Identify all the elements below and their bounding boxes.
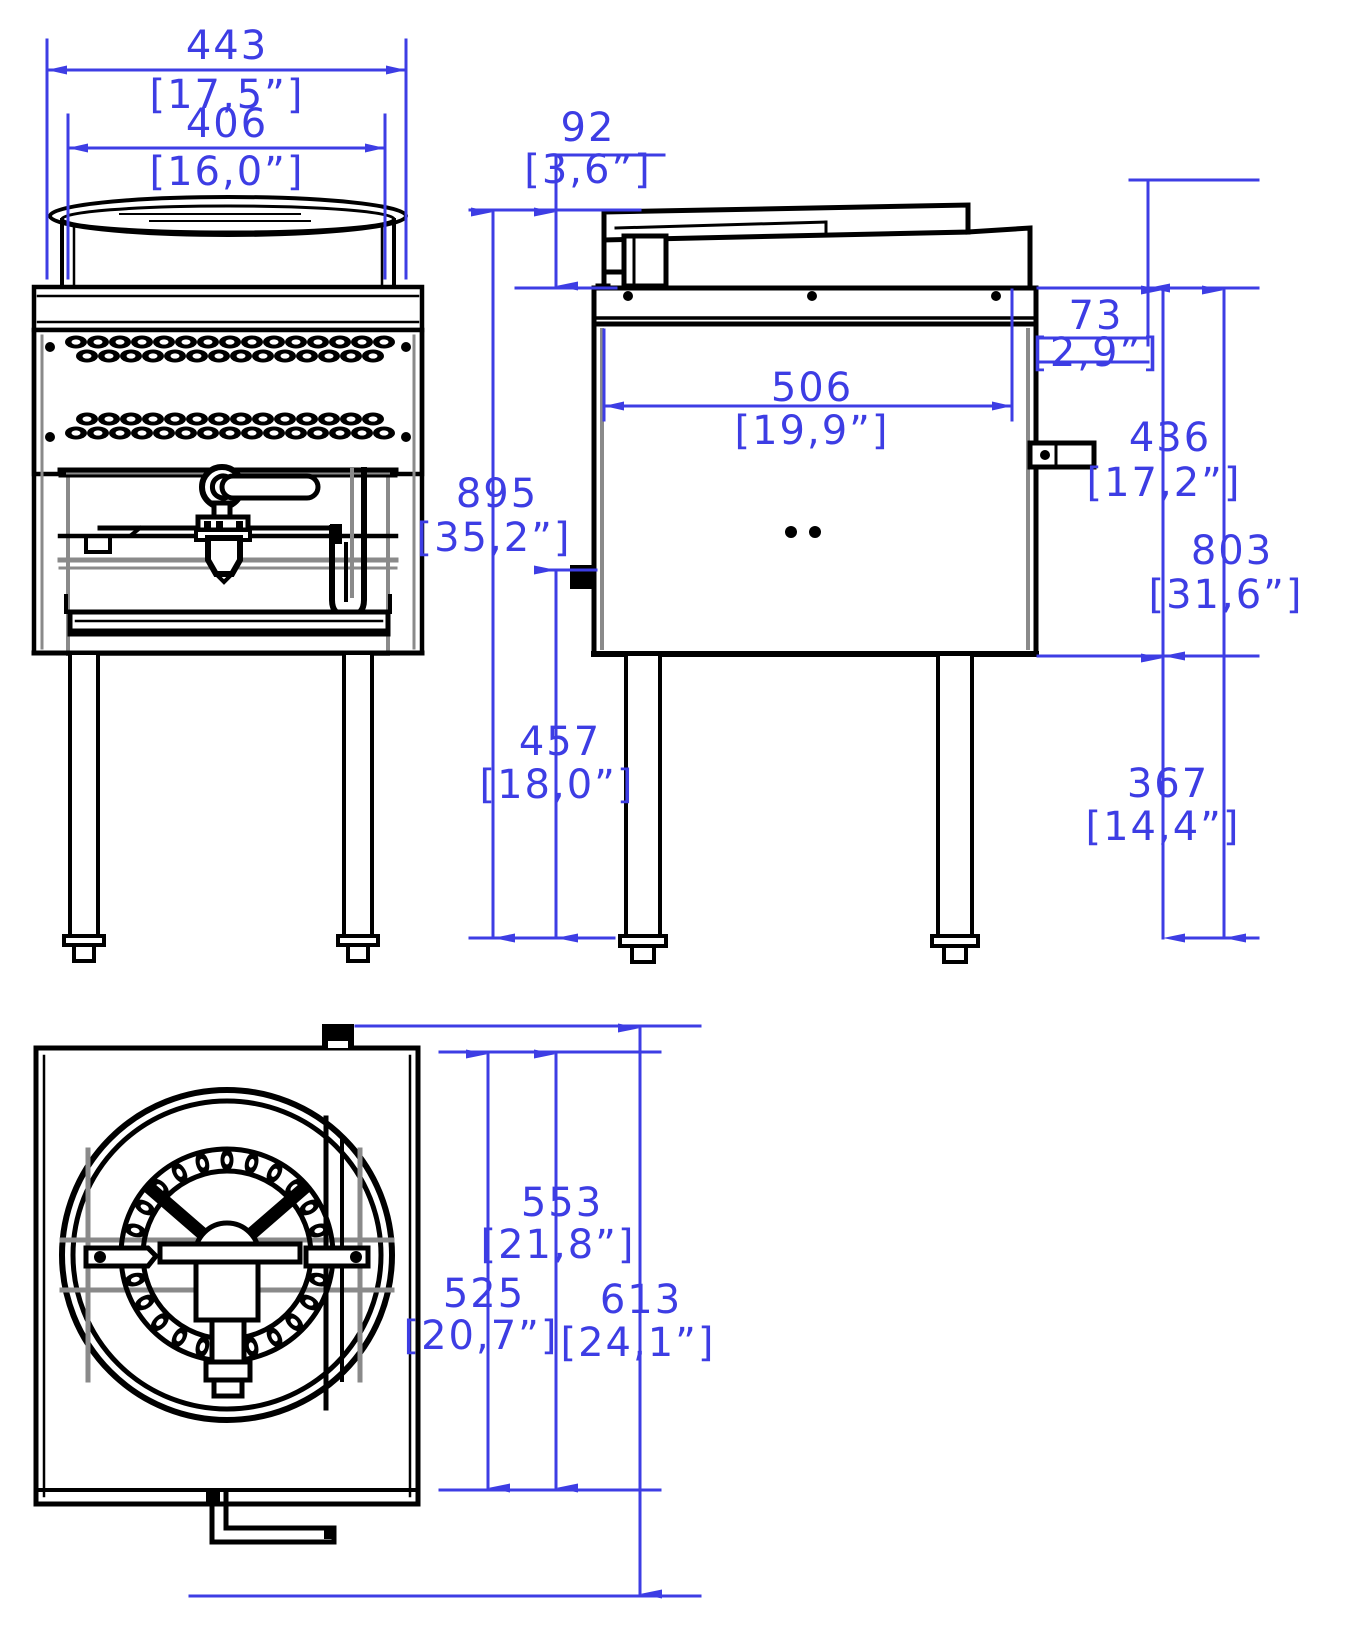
dim-457-mm: 457	[519, 719, 601, 765]
dim-367-inch: [14,4”]	[1086, 804, 1241, 850]
top-flue-boss	[322, 1024, 354, 1048]
dim-92-mm: 92	[561, 105, 616, 151]
dim-73-inch: [2,9”]	[1032, 330, 1160, 376]
dim-506-mm: 506	[771, 365, 853, 411]
side-top-rail	[591, 285, 1039, 327]
dim-803-mm: 803	[1191, 528, 1273, 574]
front-gas-valve-assembly	[84, 464, 367, 620]
dim-613-inch: [24,1”]	[561, 1320, 716, 1366]
front-view	[31, 195, 425, 963]
dim-895-inch: [35,2”]	[417, 515, 572, 561]
top-centre-manifold	[83, 1241, 371, 1399]
dim-895-mm: 895	[456, 471, 538, 517]
dim-457-inch: [18,0”]	[480, 762, 635, 808]
top-pot-circle	[59, 1087, 395, 1423]
dim-92-inch: [3,6”]	[524, 147, 652, 193]
side-legs	[618, 652, 980, 964]
front-top-rail	[31, 284, 425, 333]
front-legs	[62, 651, 380, 963]
dimension-group-front	[45, 38, 408, 280]
dimension-group-side	[468, 153, 1260, 943]
dim-443-inch: [17,5”]	[150, 72, 305, 118]
front-drip-tray	[64, 594, 392, 637]
dimension-group-top	[188, 1023, 702, 1599]
side-flue-shelf	[595, 202, 1033, 291]
dim-443-mm: 443	[186, 23, 268, 69]
dim-436-mm: 436	[1129, 415, 1211, 461]
top-gas-inlet-pipe	[206, 1489, 337, 1545]
dim-613-mm: 613	[600, 1277, 682, 1323]
dim-553-mm: 553	[521, 1180, 603, 1226]
dim-506-inch: [19,9”]	[735, 408, 890, 454]
dim-367-mm: 367	[1127, 761, 1209, 807]
dim-436-inch: [17,2”]	[1087, 460, 1242, 506]
dim-406-mm: 406	[186, 101, 268, 147]
side-right-pipe-stub	[1027, 440, 1097, 470]
side-view	[570, 202, 1097, 964]
dim-525-mm: 525	[443, 1271, 525, 1317]
dim-525-inch: [20,7”]	[404, 1313, 559, 1359]
dim-803-inch: [31,6”]	[1149, 572, 1304, 618]
dim-406-inch: [16,0”]	[150, 149, 305, 195]
dim-73-mm: 73	[1069, 293, 1124, 339]
top-cabinet-outline	[33, 1045, 421, 1507]
front-pot-rim	[48, 195, 408, 293]
side-cabinet-body	[591, 321, 1039, 657]
top-view	[33, 1024, 421, 1545]
dim-553-inch: [21,8”]	[481, 1222, 636, 1268]
